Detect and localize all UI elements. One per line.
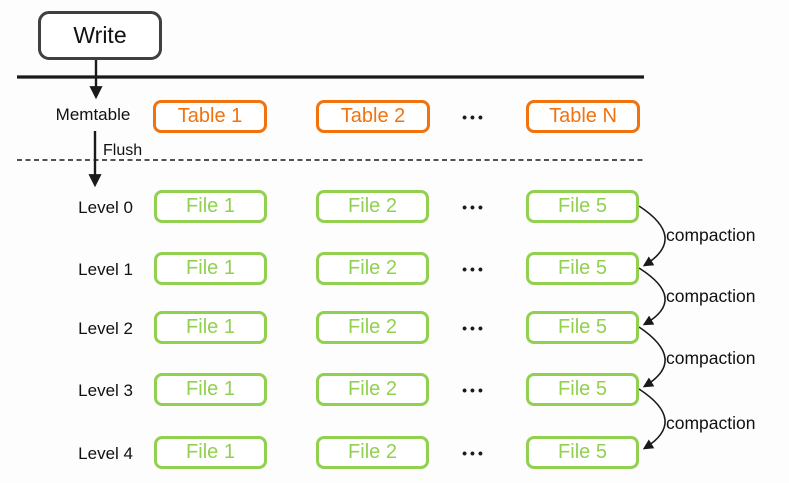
level-4-label: Level 4 — [78, 444, 133, 463]
compaction-label-1: compaction — [666, 286, 756, 306]
compaction-arc-0 — [638, 205, 666, 267]
level-2-file-5: File 5 — [526, 311, 639, 344]
level-2-label: Level 2 — [78, 319, 133, 338]
level-1-file-2: File 2 — [316, 252, 429, 285]
compaction-arc-2 — [638, 326, 666, 388]
compaction-arc-3 — [638, 388, 666, 450]
flush-label: Flush — [103, 142, 143, 159]
level-4-file-5: File 5 — [526, 436, 639, 469]
level-3-file-2: File 2 — [316, 373, 429, 406]
memtable-table-n: Table N — [526, 100, 640, 133]
level-0-label: Level 0 — [78, 198, 133, 217]
level-3-file-1: File 1 — [154, 373, 267, 406]
level-3-file-5: File 5 — [526, 373, 639, 406]
level-0-file-2: File 2 — [316, 190, 429, 223]
level-0-ellipsis-dots: ••• — [462, 199, 486, 215]
level-2-file-1: File 1 — [154, 311, 267, 344]
level-4-file-2: File 2 — [316, 436, 429, 469]
write-node: Write — [38, 11, 162, 60]
compaction-label-3: compaction — [666, 413, 756, 433]
compaction-label-2: compaction — [666, 348, 756, 368]
level-1-label: Level 1 — [78, 260, 133, 279]
level-2-file-2: File 2 — [316, 311, 429, 344]
memtable-label: Memtable — [55, 105, 131, 124]
level-1-file-1: File 1 — [154, 252, 267, 285]
level-2-ellipsis-dots: ••• — [462, 320, 486, 336]
compaction-arc-1 — [638, 267, 666, 326]
level-0-file-1: File 1 — [154, 190, 267, 223]
level-3-label: Level 3 — [78, 381, 133, 400]
compaction-label-0: compaction — [666, 225, 756, 245]
level-1-ellipsis-dots: ••• — [462, 261, 486, 277]
level-0-file-5: File 5 — [526, 190, 639, 223]
memtable-ellipsis-dots: ••• — [462, 109, 486, 125]
memtable-table-1: Table 1 — [153, 100, 267, 133]
write-node-label: Write — [73, 22, 127, 48]
memtable-table-2: Table 2 — [316, 100, 430, 133]
level-4-ellipsis-dots: ••• — [462, 445, 486, 461]
level-3-ellipsis-dots: ••• — [462, 382, 486, 398]
level-4-file-1: File 1 — [154, 436, 267, 469]
level-1-file-5: File 5 — [526, 252, 639, 285]
